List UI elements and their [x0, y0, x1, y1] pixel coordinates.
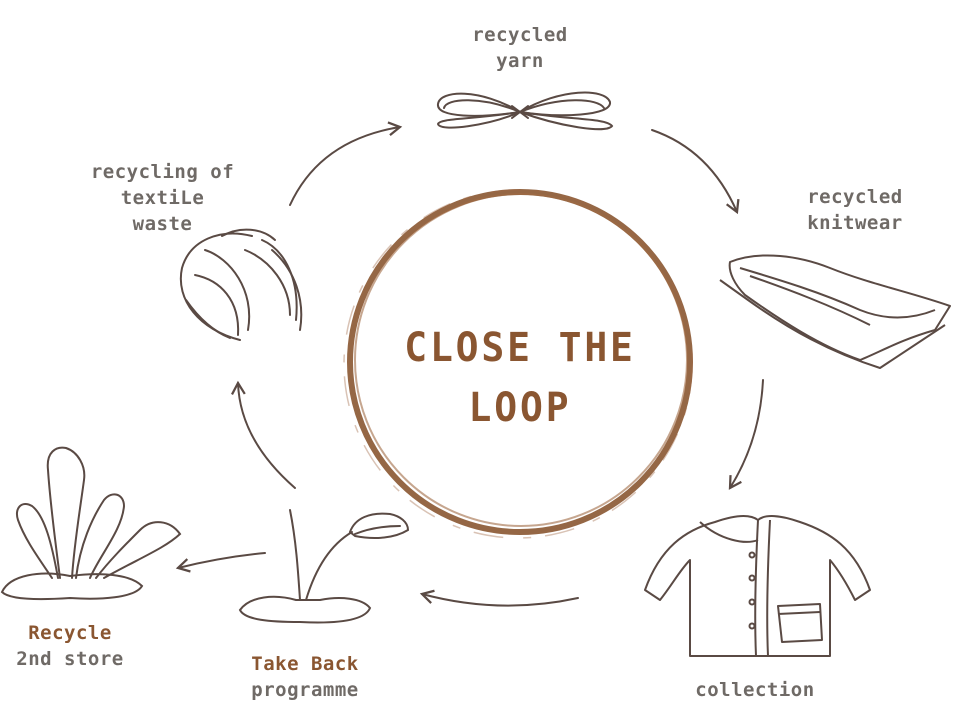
label-take-back-line-2: programme — [251, 679, 359, 701]
arrow-yarn-to-knitwear — [651, 129, 740, 215]
label-collection-line-1: collection — [695, 679, 815, 701]
label-recycling-textile-line-2: textiLe — [120, 187, 205, 209]
label-recycled-yarn-line-2: yarn — [496, 50, 544, 72]
center-title: CLOSE THE LOOP — [359, 318, 682, 438]
label-take-back: Take Back programme — [225, 651, 385, 703]
label-recycled-knitwear-line-1: recycled — [807, 186, 903, 208]
label-collection: collection — [675, 677, 835, 703]
center-title-line-1: CLOSE THE — [404, 325, 636, 371]
arrow-knitwear-to-collection — [728, 379, 764, 490]
arrow-takeback-to-recycle — [175, 552, 266, 573]
sprout-icon — [238, 509, 410, 624]
label-recycling-textile-line-1: recycling of — [90, 161, 235, 183]
yarn-ball-icon — [179, 228, 303, 341]
arrow-textile-to-yarn — [289, 121, 403, 206]
arrow-takeback-to-textile — [231, 380, 296, 489]
cardigan-icon — [644, 515, 871, 657]
label-recycle-2nd-store: Recycle 2nd store — [0, 620, 140, 672]
label-take-back-line-1: Take Back — [251, 653, 359, 675]
yarn-skein-icon — [436, 91, 614, 131]
label-recycled-yarn: recycled yarn — [440, 22, 600, 74]
label-recycled-yarn-line-1: recycled — [472, 24, 568, 46]
arrow-collection-to-takeback — [419, 589, 579, 607]
label-recycle-2nd-store-line-2: 2nd store — [16, 648, 124, 670]
label-recycle-2nd-store-line-1: Recycle — [28, 622, 112, 644]
label-recycling-textile-line-3: waste — [132, 213, 193, 235]
label-recycled-knitwear: recycled knitwear — [780, 184, 930, 236]
folded-fabric-icon — [719, 254, 951, 369]
center-circle — [343, 189, 693, 539]
label-recycled-knitwear-line-2: knitwear — [807, 212, 903, 234]
plant-icon — [0, 446, 182, 601]
label-recycling-textile-waste: recycling of textiLe waste — [70, 159, 255, 237]
center-title-line-2: LOOP — [468, 385, 572, 431]
